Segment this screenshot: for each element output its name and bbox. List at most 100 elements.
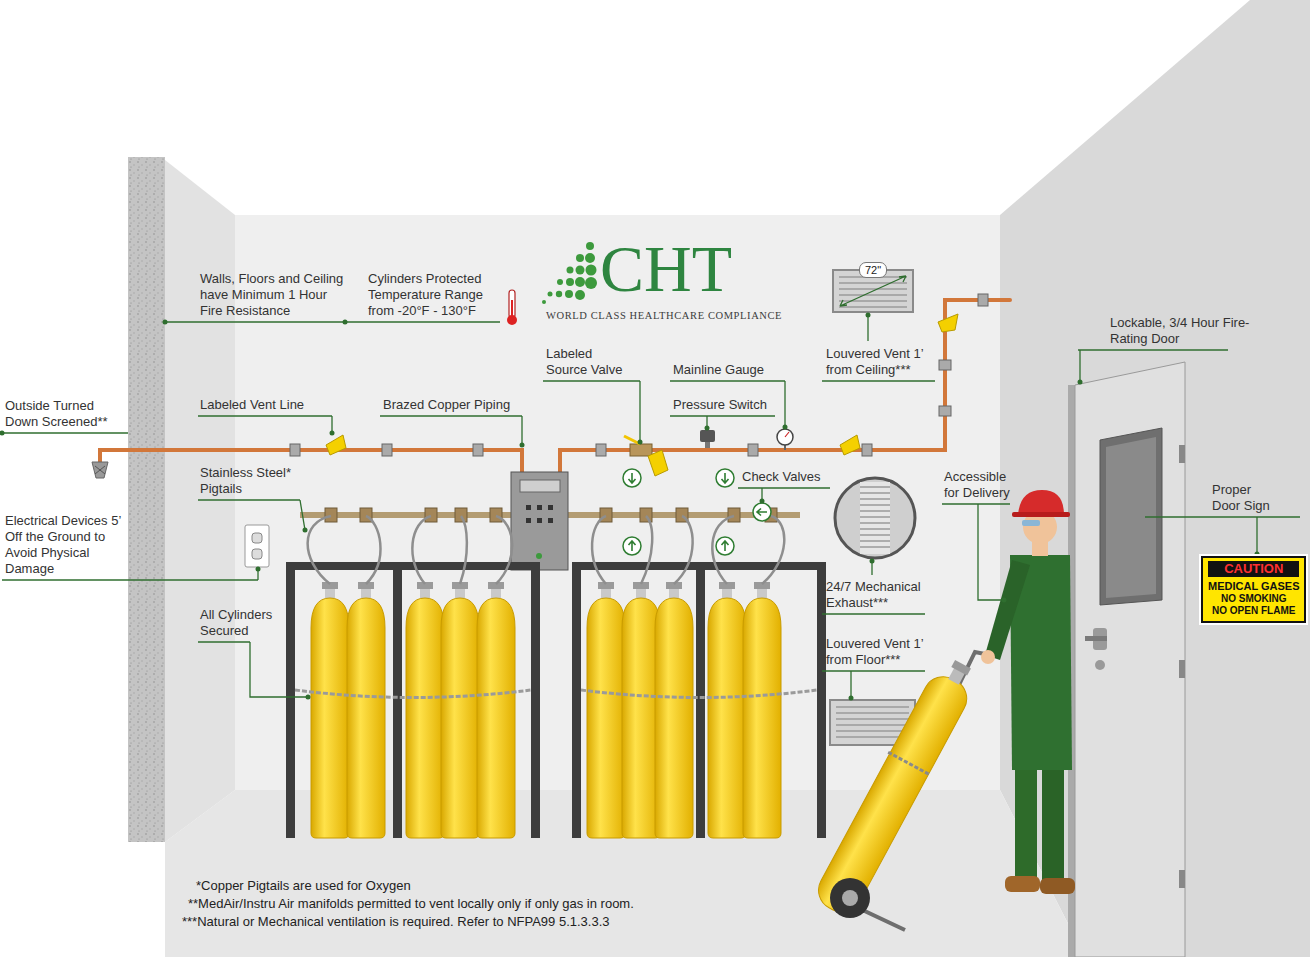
manifold [526,518,531,523]
manifold [425,508,437,522]
leader-line [978,504,1004,600]
logo-dots [542,242,597,304]
check-valve [757,509,767,516]
pigtail [641,516,652,584]
gas-cylinder [441,582,479,838]
cylinder-rack [286,562,826,838]
cylinder-rack [286,562,540,570]
callout-label: Outside Turned Down Screened** [5,398,123,430]
door [1075,362,1185,957]
hand-truck [810,652,990,930]
worker [1012,512,1070,517]
pipe-clamp [748,444,758,456]
leader-line [670,415,775,416]
logo-dots [567,267,574,274]
check-valve [722,541,729,551]
logo-dots [565,290,573,298]
cylinder-rack [817,562,826,838]
footnote: *Copper Pigtails are used for Oxygen [196,878,411,894]
logo-dots [575,277,585,287]
room-walls [165,160,235,842]
leader-line [543,380,640,381]
worker [1040,878,1075,894]
leader-line [942,503,1010,504]
exhaust-fan [860,487,890,547]
sign-text: MEDICAL GASES [1208,579,1299,593]
leader-line [2,432,128,433]
pipe-clamp [939,360,951,370]
leader-dot [303,528,308,533]
leader-dot [163,320,168,325]
electrical-outlet [245,525,269,567]
mainline-gauge [777,429,793,445]
gas-cylinder [477,582,515,838]
leader-dot [343,320,348,325]
hand-truck [842,890,858,906]
pressure-switch [700,430,715,448]
logo-tagline: WORLD CLASS HEALTHCARE COMPLIANCE [546,310,782,322]
callout-label: 24/7 Mechanical Exhaust*** [826,579,956,611]
manifold [537,518,542,523]
door [1179,870,1185,888]
manifold [511,472,568,570]
leader-line [822,670,925,671]
manifold [325,508,337,522]
floor-vent [836,707,909,737]
check-valve [716,469,734,487]
pigtail [412,516,431,584]
footnote: ***Natural or Mechanical ventilation is … [182,914,610,930]
door [1179,445,1185,463]
source-valve [624,436,640,444]
pigtail [496,516,512,584]
leader-line [822,613,925,614]
leader-dot [520,443,525,448]
callout-label: Labeled Source Valve [546,346,634,378]
pipe-clamp [978,294,988,306]
exhaust-fan [860,482,890,554]
logo-dots [585,253,595,263]
pipe-clamp [862,444,872,456]
check-valve [623,469,641,487]
vent-outlet-cap [92,462,108,478]
sign-text: NO SMOKING [1208,593,1299,605]
room-walls [128,157,165,842]
caution-sign: CAUTIONMEDICAL GASESNO SMOKINGNO OPEN FL… [1201,556,1306,623]
pipe-clamp [473,444,483,456]
footnote: **MedAir/Instru Air manifolds permitted … [188,896,634,912]
callout-label: Stainless Steel* Pigtails [200,465,310,497]
check-valve [722,473,729,483]
pigtail [592,516,606,584]
manifold [520,480,560,492]
door [1085,636,1107,641]
pressure-switch [705,442,710,448]
logo-dots [586,242,594,250]
manifold [536,553,542,559]
pigtail [308,516,331,584]
leader-line [822,380,935,381]
hand-truck [951,660,971,676]
door [1068,362,1185,957]
hand-truck [888,752,930,775]
callout-label: Brazed Copper Piping [383,397,510,413]
ceiling-vent [839,277,907,307]
gas-cylinder [743,582,781,838]
pigtail [712,516,734,584]
hand-truck [810,653,984,920]
worker [1022,520,1040,526]
manifold [548,505,553,510]
cylinder-rack [393,562,402,838]
logo-dots [557,279,563,285]
gas-cylinder [406,582,444,838]
safety-chain [295,690,817,698]
check-valve [753,503,771,521]
worker [981,490,1075,894]
vent-outlet-cap [92,462,108,478]
check-valve [716,537,734,555]
sign-heading: CAUTION [1208,561,1299,577]
leader-line [380,415,522,416]
logo-dots [575,290,585,300]
callout-label: Proper Door Sign [1212,482,1277,514]
callout-label: Accessible for Delivery [944,469,1022,501]
